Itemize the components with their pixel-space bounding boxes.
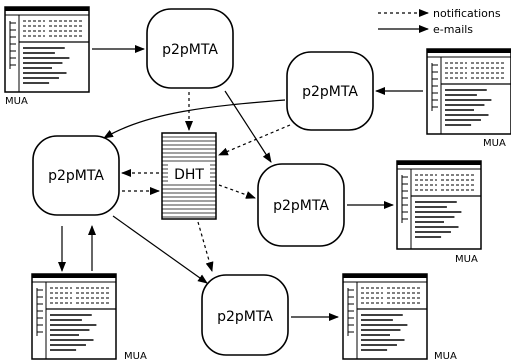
mua-label-top-left: MUA <box>5 96 28 107</box>
p2pmta-node-center: p2pMTA <box>257 163 345 247</box>
mua-label-bottom-left: MUA <box>124 351 147 362</box>
mua-window-frame <box>426 48 511 135</box>
p2pmta-node-left: p2pMTA <box>32 135 120 216</box>
p2pmta-node-top: p2pMTA <box>146 8 234 89</box>
legend-emails-label: e-mails <box>433 23 473 36</box>
legend-notifications-label: notifications <box>433 7 501 20</box>
mua-title-bar <box>32 274 116 278</box>
dht-label-bg <box>168 164 210 184</box>
mua-window-frame <box>4 6 90 93</box>
mua-title-bar <box>427 49 511 53</box>
dht-table: DHT <box>161 132 217 220</box>
mua-title-bar <box>5 7 89 11</box>
p2pmta-center-label: p2pMTA <box>273 198 329 214</box>
p2pmta-node-right: p2pMTA <box>286 51 374 131</box>
mua-label-center-right: MUA <box>455 254 478 265</box>
mua-window-frame <box>31 273 117 360</box>
email-arrow-top-to-center <box>224 90 272 163</box>
p2pmta-left-label: p2pMTA <box>48 168 104 184</box>
notif-arrow-right-to-dht <box>218 124 291 156</box>
mua-window-frame <box>396 160 482 250</box>
mua-title-bar <box>397 161 481 165</box>
mua-title-bar <box>343 274 427 278</box>
mua-window-bottom-left <box>31 273 117 360</box>
legend: notifications e-mails <box>378 7 501 36</box>
mua-window-bottom-right <box>342 273 428 360</box>
notif-arrow-dht-to-center <box>218 184 256 199</box>
mua-label-bottom-right: MUA <box>434 351 457 362</box>
p2pmta-right-label: p2pMTA <box>302 84 358 100</box>
mua-window-frame <box>342 273 428 360</box>
dht-label: DHT <box>174 167 204 183</box>
email-arrow-right-to-left <box>103 99 286 139</box>
email-arrow-left-to-bottom <box>112 215 208 284</box>
notif-arrow-dht-to-bottom <box>197 221 214 272</box>
p2pmta-node-bottom: p2pMTA <box>201 274 289 356</box>
p2pmta-top-label: p2pMTA <box>162 42 218 58</box>
notification-arrows <box>121 92 291 272</box>
p2pmta-bottom-label: p2pMTA <box>217 309 273 325</box>
mua-window-top-left <box>4 6 90 93</box>
mua-window-center-right <box>396 160 482 250</box>
mua-label-right-top: MUA <box>483 138 506 149</box>
email-arrows <box>58 45 423 321</box>
mua-window-right-top <box>426 48 511 135</box>
